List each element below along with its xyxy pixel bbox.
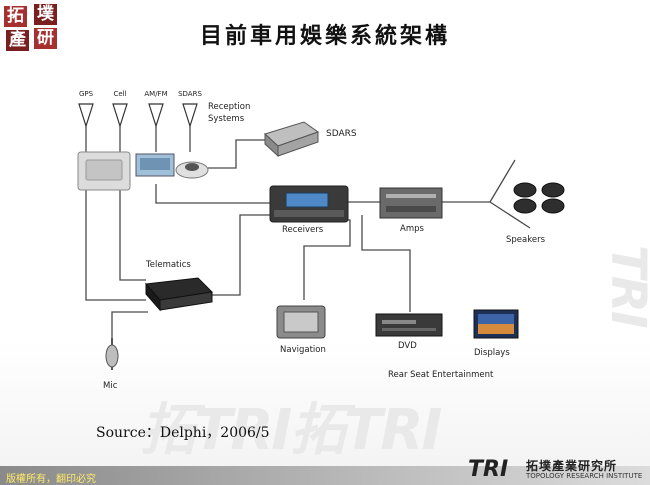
- telematics-label: Telematics: [145, 260, 191, 270]
- speaker-icon: [541, 182, 565, 198]
- antenna-label-cell: Cell: [113, 90, 126, 98]
- logo-glyph: 拓: [4, 6, 27, 27]
- logo-glyph: 產: [6, 30, 29, 51]
- reception-label-line: Reception: [208, 102, 250, 112]
- speaker-icon: [513, 198, 537, 214]
- antenna-icon: [78, 103, 94, 128]
- receivers-unit: [269, 185, 349, 223]
- antenna-icon: [148, 103, 164, 128]
- logo-glyph: 研: [34, 28, 57, 49]
- speaker-icon: [541, 198, 565, 214]
- antenna-label-gps: GPS: [79, 90, 94, 98]
- watermark-side: TRI: [600, 245, 650, 327]
- brand-mark: TRI: [468, 457, 509, 482]
- navigation-unit: [276, 305, 326, 339]
- antenna-label-sdars: SDARS: [178, 90, 202, 98]
- speaker-icon: [513, 182, 537, 198]
- receivers-label: Receivers: [282, 225, 324, 235]
- page-title: 目前車用娛樂系統架構: [199, 23, 450, 49]
- footer-bar: [0, 466, 650, 485]
- copyright-text: 版權所有，翻印必究: [6, 474, 96, 485]
- brand-name-en: TOPOLOGY RESEARCH INSTITUTE: [526, 472, 643, 480]
- antenna-labels: GPS Cell AM/FM SDARS: [79, 90, 203, 98]
- speaker-icons: [513, 182, 565, 214]
- antenna-label-amfm: AM/FM: [144, 90, 167, 98]
- navigation-label: Navigation: [280, 345, 326, 355]
- institute-logo: 拓 墣 產 研: [4, 4, 62, 54]
- architecture-diagram: GPS Cell AM/FM SDARS Reception Systems S…: [77, 90, 565, 391]
- mic-icon: [105, 338, 119, 370]
- brand-logo: TRI 拓墣產業研究所 TOPOLOGY RESEARCH INSTITUTE: [468, 457, 646, 483]
- rear-seat-entertainment-label: Rear Seat Entertainment: [388, 370, 494, 380]
- mic-label: Mic: [103, 381, 118, 391]
- amps-unit: [379, 187, 443, 219]
- amps-label: Amps: [400, 224, 424, 234]
- dvd-unit: [375, 313, 443, 337]
- logo-glyph: 墣: [34, 4, 57, 25]
- displays-unit: [473, 309, 519, 339]
- connector-lines: [85, 126, 531, 338]
- antenna-icon: [112, 103, 128, 128]
- displays-label: Displays: [474, 348, 510, 358]
- antenna-icons: [78, 103, 198, 128]
- speakers-label: Speakers: [506, 235, 546, 245]
- dvd-label: DVD: [398, 341, 417, 351]
- brand-name-cn: 拓墣產業研究所: [526, 459, 618, 473]
- reception-label-line: Systems: [208, 114, 245, 124]
- reception-modules: [77, 151, 209, 191]
- sdars-box: [264, 121, 320, 158]
- antenna-icon: [182, 103, 198, 128]
- reception-systems-label: Reception Systems: [208, 102, 253, 124]
- telematics-unit: [144, 277, 214, 312]
- sdars-label: SDARS: [326, 129, 357, 139]
- source-note: Source：Delphi，2006/5: [96, 425, 270, 441]
- watermark-bottom: 拓TRI拓TRI: [140, 398, 442, 463]
